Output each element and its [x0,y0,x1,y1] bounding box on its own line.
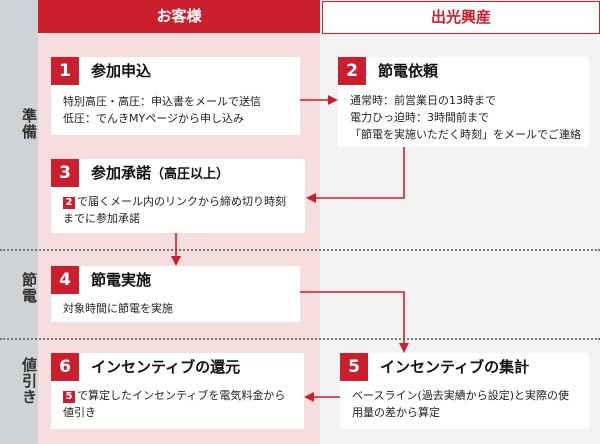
arrowhead-1-to-2 [328,95,338,105]
step-title: 節電実施 [91,271,152,289]
phase-label-discount: 値引き [20,357,38,405]
step-title: 参加承諾（高圧以上） [91,164,230,182]
step-line: 対象時間に節電を実施 [63,302,173,315]
step-description: 特別高圧・高圧：申込書をメールで送信 低圧：でんきMYページから申し込み [63,93,261,127]
step-title: 参加申込 [91,62,152,80]
step-title: インセンティブの集計 [380,358,530,376]
step-number: 1 [51,57,79,85]
step-title: 節電依頼 [378,62,439,80]
arrowhead-4-to-5 [399,343,409,353]
step-line: 通常時：前営業日の13時まで [350,94,496,107]
step-number: 4 [51,266,79,294]
arrowhead-3-to-4 [171,256,181,266]
step-title-suffix: （高圧以上） [151,167,230,182]
step-description: 対象時間に節電を実施 [63,300,173,317]
step-line: 特別高圧・高圧：申込書をメールで送信 [63,95,261,108]
phase-label-prep: 準備 [20,108,38,140]
step-ref-badge: 2 [63,197,75,209]
step-description: 通常時：前営業日の13時まで 電力ひっ迫時：3時間前まで 「節電を実施いただく時… [350,92,581,143]
customer-lane-header: お客様 [38,0,320,33]
step-card-5: 5 インセンティブの集計 ベースライン(過去実績から設定)と実際の使 用量の差か… [340,353,589,429]
step-line: 値引き [63,406,96,419]
step-description: ベースライン(過去実績から設定)と実際の使 用量の差から算定 [352,387,569,421]
company-lane-header: 出光興産 [322,1,600,34]
phase-label-saving: 節電 [20,272,38,304]
step-line: 低圧：でんきMYページから申し込み [63,112,244,125]
arrow-2-to-3 [314,147,405,199]
step-number: 6 [51,353,79,381]
phase-column [0,0,38,444]
step-card-1: 1 参加申込 特別高圧・高圧：申込書をメールで送信 低圧：でんきMYページから申… [51,57,300,135]
step-number: 3 [51,159,79,187]
arrow-4-to-5 [300,291,405,345]
phase-separator-1 [0,249,600,251]
step-line: 電力ひっ迫時：3時間前まで [350,111,489,124]
step-number: 2 [338,57,366,85]
phase-separator-2 [0,338,600,340]
step-line: までに参加承諾 [63,212,140,225]
step-number: 5 [340,353,368,381]
step-title: インセンティブの還元 [91,358,241,376]
step-line: ベースライン(過去実績から設定)と実際の使 [352,389,570,402]
step-line: 用量の差から算定 [352,406,440,419]
step-card-4: 4 節電実施 対象時間に節電を実施 [51,266,300,322]
arrowhead-2-to-3 [306,193,316,203]
step-ref-badge: 5 [63,391,75,403]
step-card-2: 2 節電依頼 通常時：前営業日の13時まで 電力ひっ迫時：3時間前まで 「節電を… [338,57,589,147]
step-line: 「節電を実施いただく時刻」をメールでご連絡 [350,128,581,141]
arrowhead-5-to-6 [304,392,314,402]
